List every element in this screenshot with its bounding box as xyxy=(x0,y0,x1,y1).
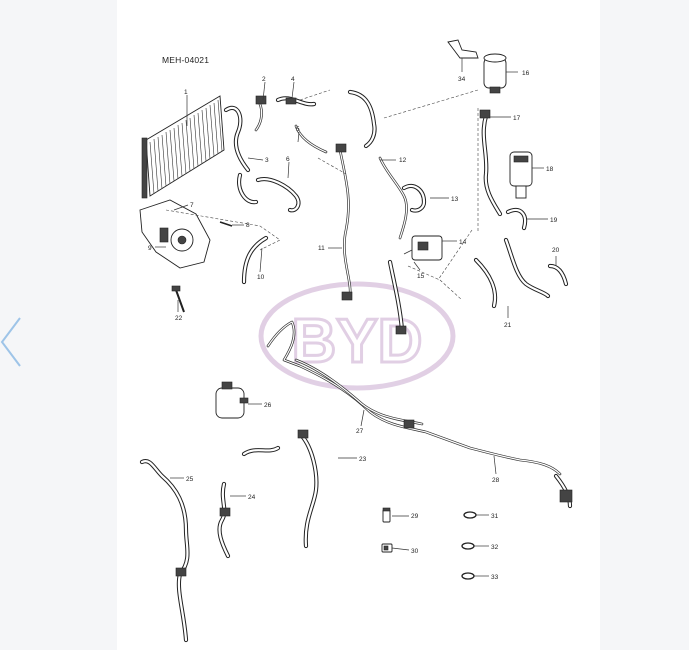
byd-watermark: BYD xyxy=(258,281,456,391)
callout-12: 12 xyxy=(399,157,407,164)
callout-5: 5 xyxy=(296,126,300,133)
callout-22: 22 xyxy=(175,315,183,322)
callout-17: 17 xyxy=(513,115,521,122)
callout-34: 34 xyxy=(458,76,466,83)
hose-group xyxy=(139,89,573,643)
callout-29: 29 xyxy=(411,513,419,520)
reservoir-tank xyxy=(483,53,507,94)
callout-33: 33 xyxy=(491,574,499,581)
callout-15: 15 xyxy=(417,273,425,280)
small-bolt xyxy=(219,221,233,227)
fittings xyxy=(175,95,573,577)
callout-21: 21 xyxy=(504,322,512,329)
callout-16: 16 xyxy=(522,70,530,77)
temperature-sensor xyxy=(381,543,393,553)
callout-23: 23 xyxy=(359,456,367,463)
callout-10: 10 xyxy=(257,274,265,281)
diagram-sheet xyxy=(117,0,600,650)
callout-20: 20 xyxy=(552,247,560,254)
diagram-code: MEH-04021 xyxy=(162,55,210,65)
chevron-left-icon xyxy=(0,317,21,367)
leader-lines xyxy=(155,58,557,577)
callout-3: 3 xyxy=(265,157,269,164)
bolt xyxy=(171,285,185,313)
callout-6: 6 xyxy=(286,156,290,163)
callout-30: 30 xyxy=(411,548,419,555)
callout-11: 11 xyxy=(318,245,325,252)
callout-24: 24 xyxy=(248,494,256,501)
expansion-tank xyxy=(215,381,249,419)
callout-7: 7 xyxy=(190,202,194,209)
right-side-panel xyxy=(600,0,689,650)
compressor xyxy=(139,199,211,269)
previous-image-button[interactable] xyxy=(0,314,26,370)
o-rings xyxy=(461,511,477,580)
callout-28: 28 xyxy=(492,477,500,484)
callout-labels: 1 2 3 4 5 6 7 8 9 10 11 12 13 14 15 16 1… xyxy=(148,70,560,581)
pump-unit xyxy=(509,151,533,199)
callout-2: 2 xyxy=(262,76,266,83)
callout-9: 9 xyxy=(148,245,152,252)
callout-13: 13 xyxy=(451,196,459,203)
callout-1: 1 xyxy=(184,89,188,96)
callout-14: 14 xyxy=(459,239,467,246)
callout-26: 26 xyxy=(264,402,272,409)
callout-31: 31 xyxy=(491,513,499,520)
callout-27: 27 xyxy=(356,428,364,435)
pressure-sensor xyxy=(382,507,391,523)
bracket xyxy=(447,39,479,59)
left-side-panel xyxy=(0,0,117,650)
callout-19: 19 xyxy=(550,217,558,224)
valve-block xyxy=(403,235,443,261)
condenser xyxy=(141,95,225,199)
reference-lines xyxy=(165,89,479,301)
callout-25: 25 xyxy=(186,476,194,483)
callout-18: 18 xyxy=(546,166,554,173)
callout-4: 4 xyxy=(291,76,295,83)
callout-32: 32 xyxy=(491,544,499,551)
callout-8: 8 xyxy=(246,222,250,229)
